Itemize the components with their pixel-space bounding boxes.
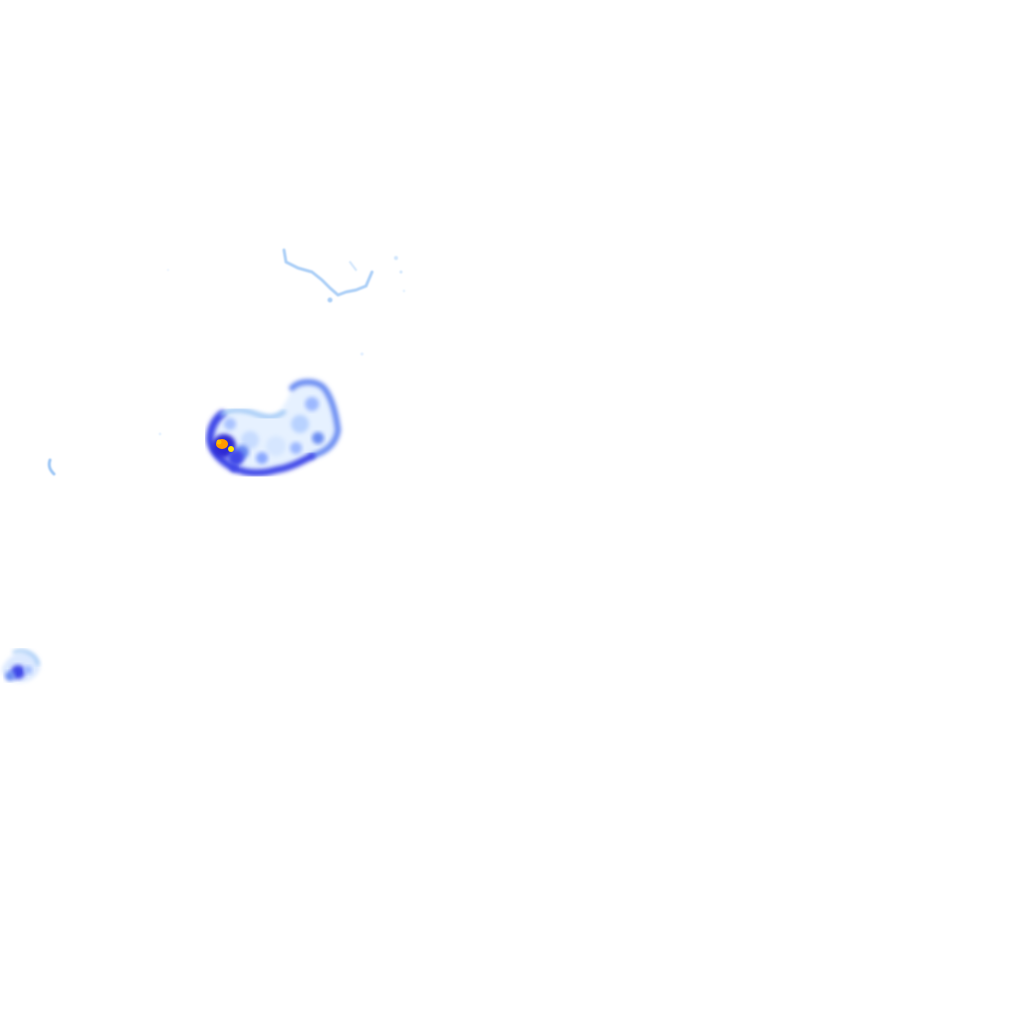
speck-west xyxy=(47,269,169,476)
hotspot xyxy=(216,439,234,452)
cluster-southwest xyxy=(2,649,40,682)
cluster-main xyxy=(205,379,342,477)
streak-north xyxy=(282,248,406,356)
